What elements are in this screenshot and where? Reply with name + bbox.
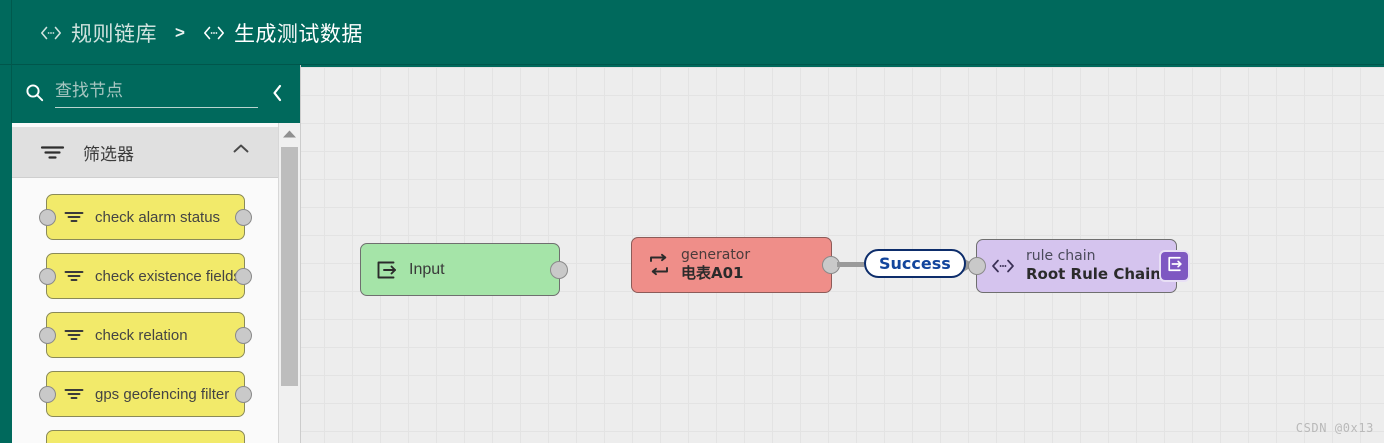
list-item[interactable] [46, 430, 245, 443]
breadcrumb-item-rule-chain-library[interactable]: 规则链库 [40, 18, 157, 48]
section-title: 筛选器 [83, 144, 134, 165]
node-port-left[interactable] [39, 326, 56, 344]
list-item-label: gps geofencing filter [95, 385, 230, 403]
canvas-node-input[interactable]: Input [360, 243, 568, 296]
breadcrumb-label: 生成测试数据 [233, 21, 363, 46]
code-brackets-icon [203, 22, 225, 44]
search-placeholder: 查找节点 [55, 81, 123, 101]
canvas-node-generator[interactable]: generator 电表A01 [631, 237, 840, 293]
scroll-up-arrow-icon[interactable] [279, 123, 300, 144]
scrollbar-thumb[interactable] [281, 147, 298, 386]
open-in-icon [1166, 256, 1184, 277]
panel-left-edge [0, 123, 12, 443]
list-item-label: check alarm status [95, 208, 221, 226]
panel-body: 筛选器 check alarm status [12, 123, 278, 443]
node-port-left[interactable] [39, 267, 56, 285]
breadcrumb: 规则链库 > 生成测试数据 [40, 0, 363, 65]
header-rail-divider [11, 0, 12, 65]
edge-label-success[interactable]: Success [864, 249, 966, 278]
list-item-label: check relation [95, 326, 188, 344]
breadcrumb-separator: > [175, 22, 185, 42]
breadcrumb-item-generate-test-data[interactable]: 生成测试数据 [203, 18, 363, 48]
chevron-left-icon [271, 83, 284, 108]
filter-icon [64, 328, 84, 342]
node-library-panel: 筛选器 check alarm status [0, 123, 300, 443]
search-rail-divider [11, 65, 12, 123]
input-arrow-icon [376, 260, 398, 280]
canvas-node-subtitle: rule chain [1026, 248, 1096, 264]
canvas-node-text: generator 电表A01 [681, 247, 750, 283]
node-port-left[interactable] [968, 257, 986, 275]
list-item[interactable]: check alarm status [39, 194, 252, 240]
list-item-label: check existence fields [95, 267, 241, 285]
filter-icon [64, 269, 84, 283]
node-list: check alarm status check existence field… [12, 179, 278, 443]
list-item[interactable]: check relation [39, 312, 252, 358]
canvas-node-title: Input [409, 260, 445, 278]
canvas-top-border [300, 65, 1384, 67]
open-rule-chain-button[interactable] [1159, 250, 1190, 282]
filter-icon [64, 387, 84, 401]
canvas-node-title: 电表A01 [681, 264, 744, 282]
sidebar-scrollbar[interactable] [278, 123, 300, 443]
search-input[interactable]: 查找节点 [55, 79, 258, 108]
edge-segment [837, 262, 864, 267]
chevron-up-icon[interactable] [232, 143, 250, 155]
section-header-filter[interactable]: 筛选器 [12, 127, 278, 178]
filter-icon [64, 210, 84, 224]
code-brackets-icon [991, 258, 1015, 274]
node-port-right[interactable] [235, 208, 252, 226]
watermark: CSDN @0x13 [1295, 421, 1374, 435]
canvas-node-subtitle: generator [681, 247, 751, 263]
swap-arrows-icon [648, 253, 670, 277]
node-port-left[interactable] [39, 385, 56, 403]
list-item[interactable]: check existence fields [39, 253, 252, 299]
edge-label-text: Success [879, 254, 951, 273]
node-search-bar: 查找节点 [0, 65, 300, 123]
canvas-node-text: rule chain Root Rule Chain [1026, 248, 1161, 284]
node-port-right[interactable] [235, 385, 252, 403]
node-port-right[interactable] [550, 260, 568, 279]
canvas-left-border [300, 65, 301, 443]
sidebar-collapse-button[interactable] [268, 84, 286, 106]
code-brackets-icon [40, 22, 62, 44]
node-port-right[interactable] [235, 267, 252, 285]
app-header: 规则链库 > 生成测试数据 [0, 0, 1384, 65]
rule-chain-canvas[interactable]: Input generator 电表A01 Succe [300, 65, 1384, 443]
filter-icon [40, 144, 65, 161]
node-port-left[interactable] [39, 208, 56, 226]
list-item[interactable]: gps geofencing filter [39, 371, 252, 417]
canvas-node-title: Root Rule Chain [1026, 265, 1161, 283]
node-port-right[interactable] [235, 326, 252, 344]
breadcrumb-label: 规则链库 [71, 21, 157, 46]
search-icon [25, 83, 44, 107]
canvas-node-rule-chain[interactable]: rule chain Root Rule Chain [968, 239, 1190, 293]
